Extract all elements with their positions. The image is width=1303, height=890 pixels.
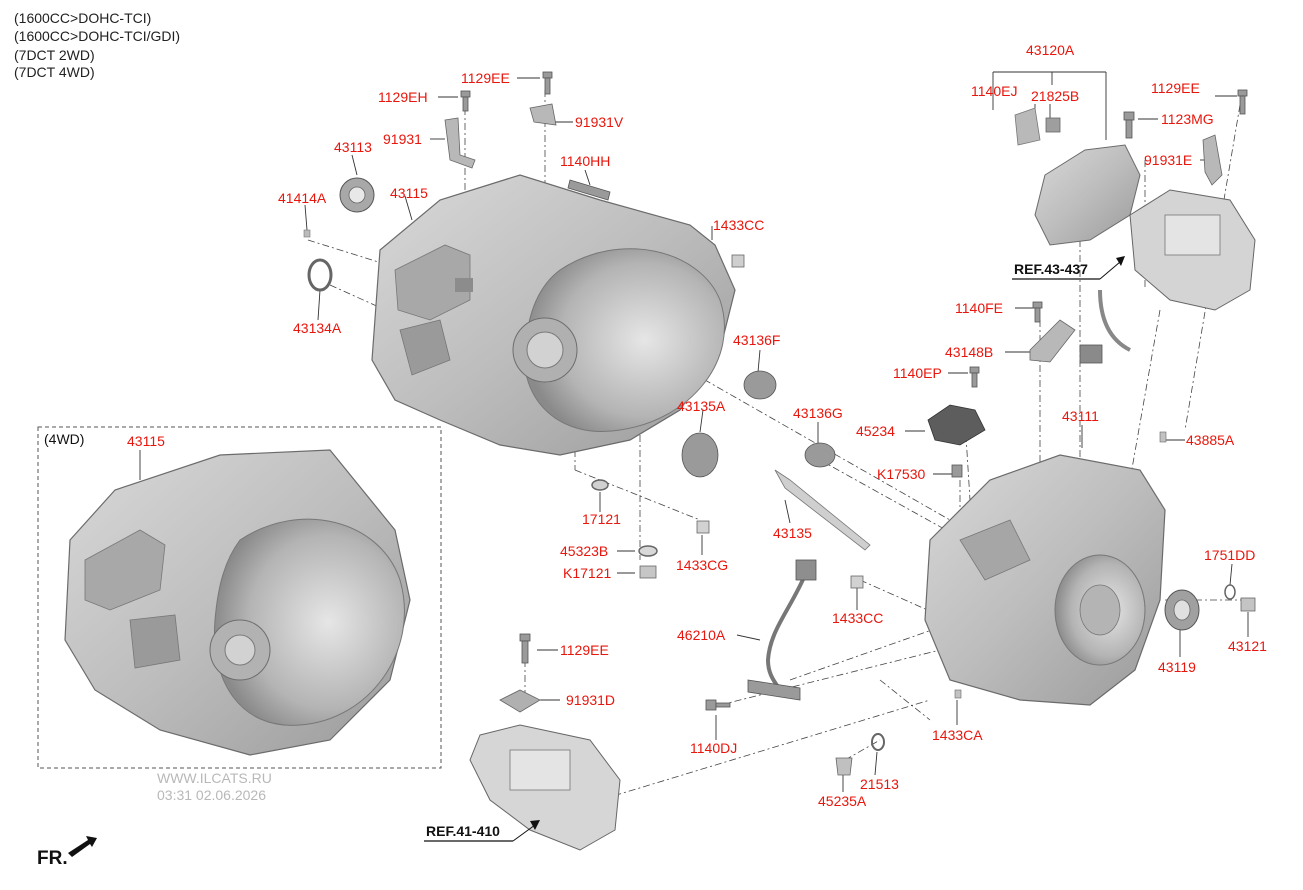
sensor-45234 xyxy=(927,404,986,446)
ref-label-43-437[interactable]: REF.43-437 xyxy=(1014,261,1088,277)
part-label-43111[interactable]: 43111 xyxy=(1062,408,1099,424)
part-label-43115-4wd[interactable]: 43115 xyxy=(127,433,165,449)
header-line-2: (1600CC>DOHC-TCI/GDI) xyxy=(14,28,181,44)
mount-bracket-43120A xyxy=(1014,107,1141,246)
transmission-housing-4wd xyxy=(64,449,411,756)
part-label-1140DJ[interactable]: 1140DJ xyxy=(690,740,737,756)
part-label-43135A[interactable]: 43135A xyxy=(677,398,726,414)
label-leader-lines xyxy=(139,71,1249,792)
part-label-K17121[interactable]: K17121 xyxy=(563,565,611,581)
part-label-1129EE[interactable]: 1129EE xyxy=(461,70,510,86)
front-arrow-icon xyxy=(68,836,97,857)
4wd-variant-box xyxy=(37,426,442,769)
ref-label-41-410[interactable]: REF.41-410 xyxy=(426,823,500,839)
part-label-1433CC[interactable]: 1433CC xyxy=(832,610,883,626)
small-parts xyxy=(303,103,1256,776)
part-label-43136G[interactable]: 43136G xyxy=(793,405,843,421)
part-label-45234[interactable]: 45234 xyxy=(856,423,895,439)
part-label-1129EE[interactable]: 1129EE xyxy=(560,642,609,658)
header-line-3: (7DCT 2WD) xyxy=(14,47,95,63)
part-label-91931V[interactable]: 91931V xyxy=(575,114,624,130)
part-label-1140EJ[interactable]: 1140EJ xyxy=(971,83,1017,99)
part-label-43120A[interactable]: 43120A xyxy=(1026,42,1075,58)
shift-actuator-unit xyxy=(1079,189,1256,364)
transmission-housing-43115 xyxy=(371,174,736,456)
header-line-4: (7DCT 4WD) xyxy=(14,64,95,80)
part-label-46210A[interactable]: 46210A xyxy=(677,627,726,643)
bolt-icons xyxy=(460,71,1248,711)
reference-labels: REF.43-437 REF.41-410 xyxy=(424,256,1125,842)
part-label-1140EP[interactable]: 1140EP xyxy=(893,365,942,381)
part-label-91931D[interactable]: 91931D xyxy=(566,692,615,708)
part-label-43148B[interactable]: 43148B xyxy=(945,344,993,360)
watermark-datetime: 03:31 02.06.2026 xyxy=(157,787,266,803)
part-label-17121[interactable]: 17121 xyxy=(582,511,621,527)
part-label-43135[interactable]: 43135 xyxy=(773,525,812,541)
clutch-actuator-unit xyxy=(469,689,621,851)
part-label-41414A[interactable]: 41414A xyxy=(278,190,327,206)
part-label-K17530[interactable]: K17530 xyxy=(877,466,925,482)
part-label-1751DD[interactable]: 1751DD xyxy=(1204,547,1255,563)
part-label-1140HH[interactable]: 1140HH xyxy=(560,153,610,169)
part-label-21825B[interactable]: 21825B xyxy=(1031,88,1079,104)
watermark-site: WWW.ILCATS.RU xyxy=(157,770,272,786)
part-label-91931E[interactable]: 91931E xyxy=(1144,152,1192,168)
part-label-91931[interactable]: 91931 xyxy=(383,131,422,147)
sensor-harness-46210A xyxy=(747,559,817,701)
part-label-1140FE[interactable]: 1140FE xyxy=(955,300,1003,316)
part-label-43136F[interactable]: 43136F xyxy=(733,332,780,348)
front-direction-label: FR. xyxy=(37,848,68,869)
part-label-1433CG[interactable]: 1433CG xyxy=(676,557,728,573)
part-label-45235A[interactable]: 45235A xyxy=(818,793,867,809)
part-label-43134A[interactable]: 43134A xyxy=(293,320,342,336)
part-labels: 1129EE 1129EH 91931V 91931 43113 1140HH … xyxy=(127,42,1267,809)
part-label-1433CC[interactable]: 1433CC xyxy=(713,217,764,233)
part-label-21513[interactable]: 21513 xyxy=(860,776,899,792)
part-label-43121[interactable]: 43121 xyxy=(1228,638,1267,654)
header-line-1: (1600CC>DOHC-TCI) xyxy=(14,10,152,26)
4wd-box-label: (4WD) xyxy=(44,431,84,447)
part-label-1129EE[interactable]: 1129EE xyxy=(1151,80,1200,96)
part-label-43115[interactable]: 43115 xyxy=(390,185,428,201)
part-label-1123MG[interactable]: 1123MG xyxy=(1161,111,1214,127)
transmission-case-43111 xyxy=(924,454,1166,706)
part-label-43885A[interactable]: 43885A xyxy=(1186,432,1235,448)
part-label-43119[interactable]: 43119 xyxy=(1158,659,1196,675)
part-label-45323B[interactable]: 45323B xyxy=(560,543,608,559)
part-label-43113[interactable]: 43113 xyxy=(334,139,372,155)
part-label-1129EH[interactable]: 1129EH xyxy=(378,89,428,105)
part-label-1433CA[interactable]: 1433CA xyxy=(932,727,983,743)
